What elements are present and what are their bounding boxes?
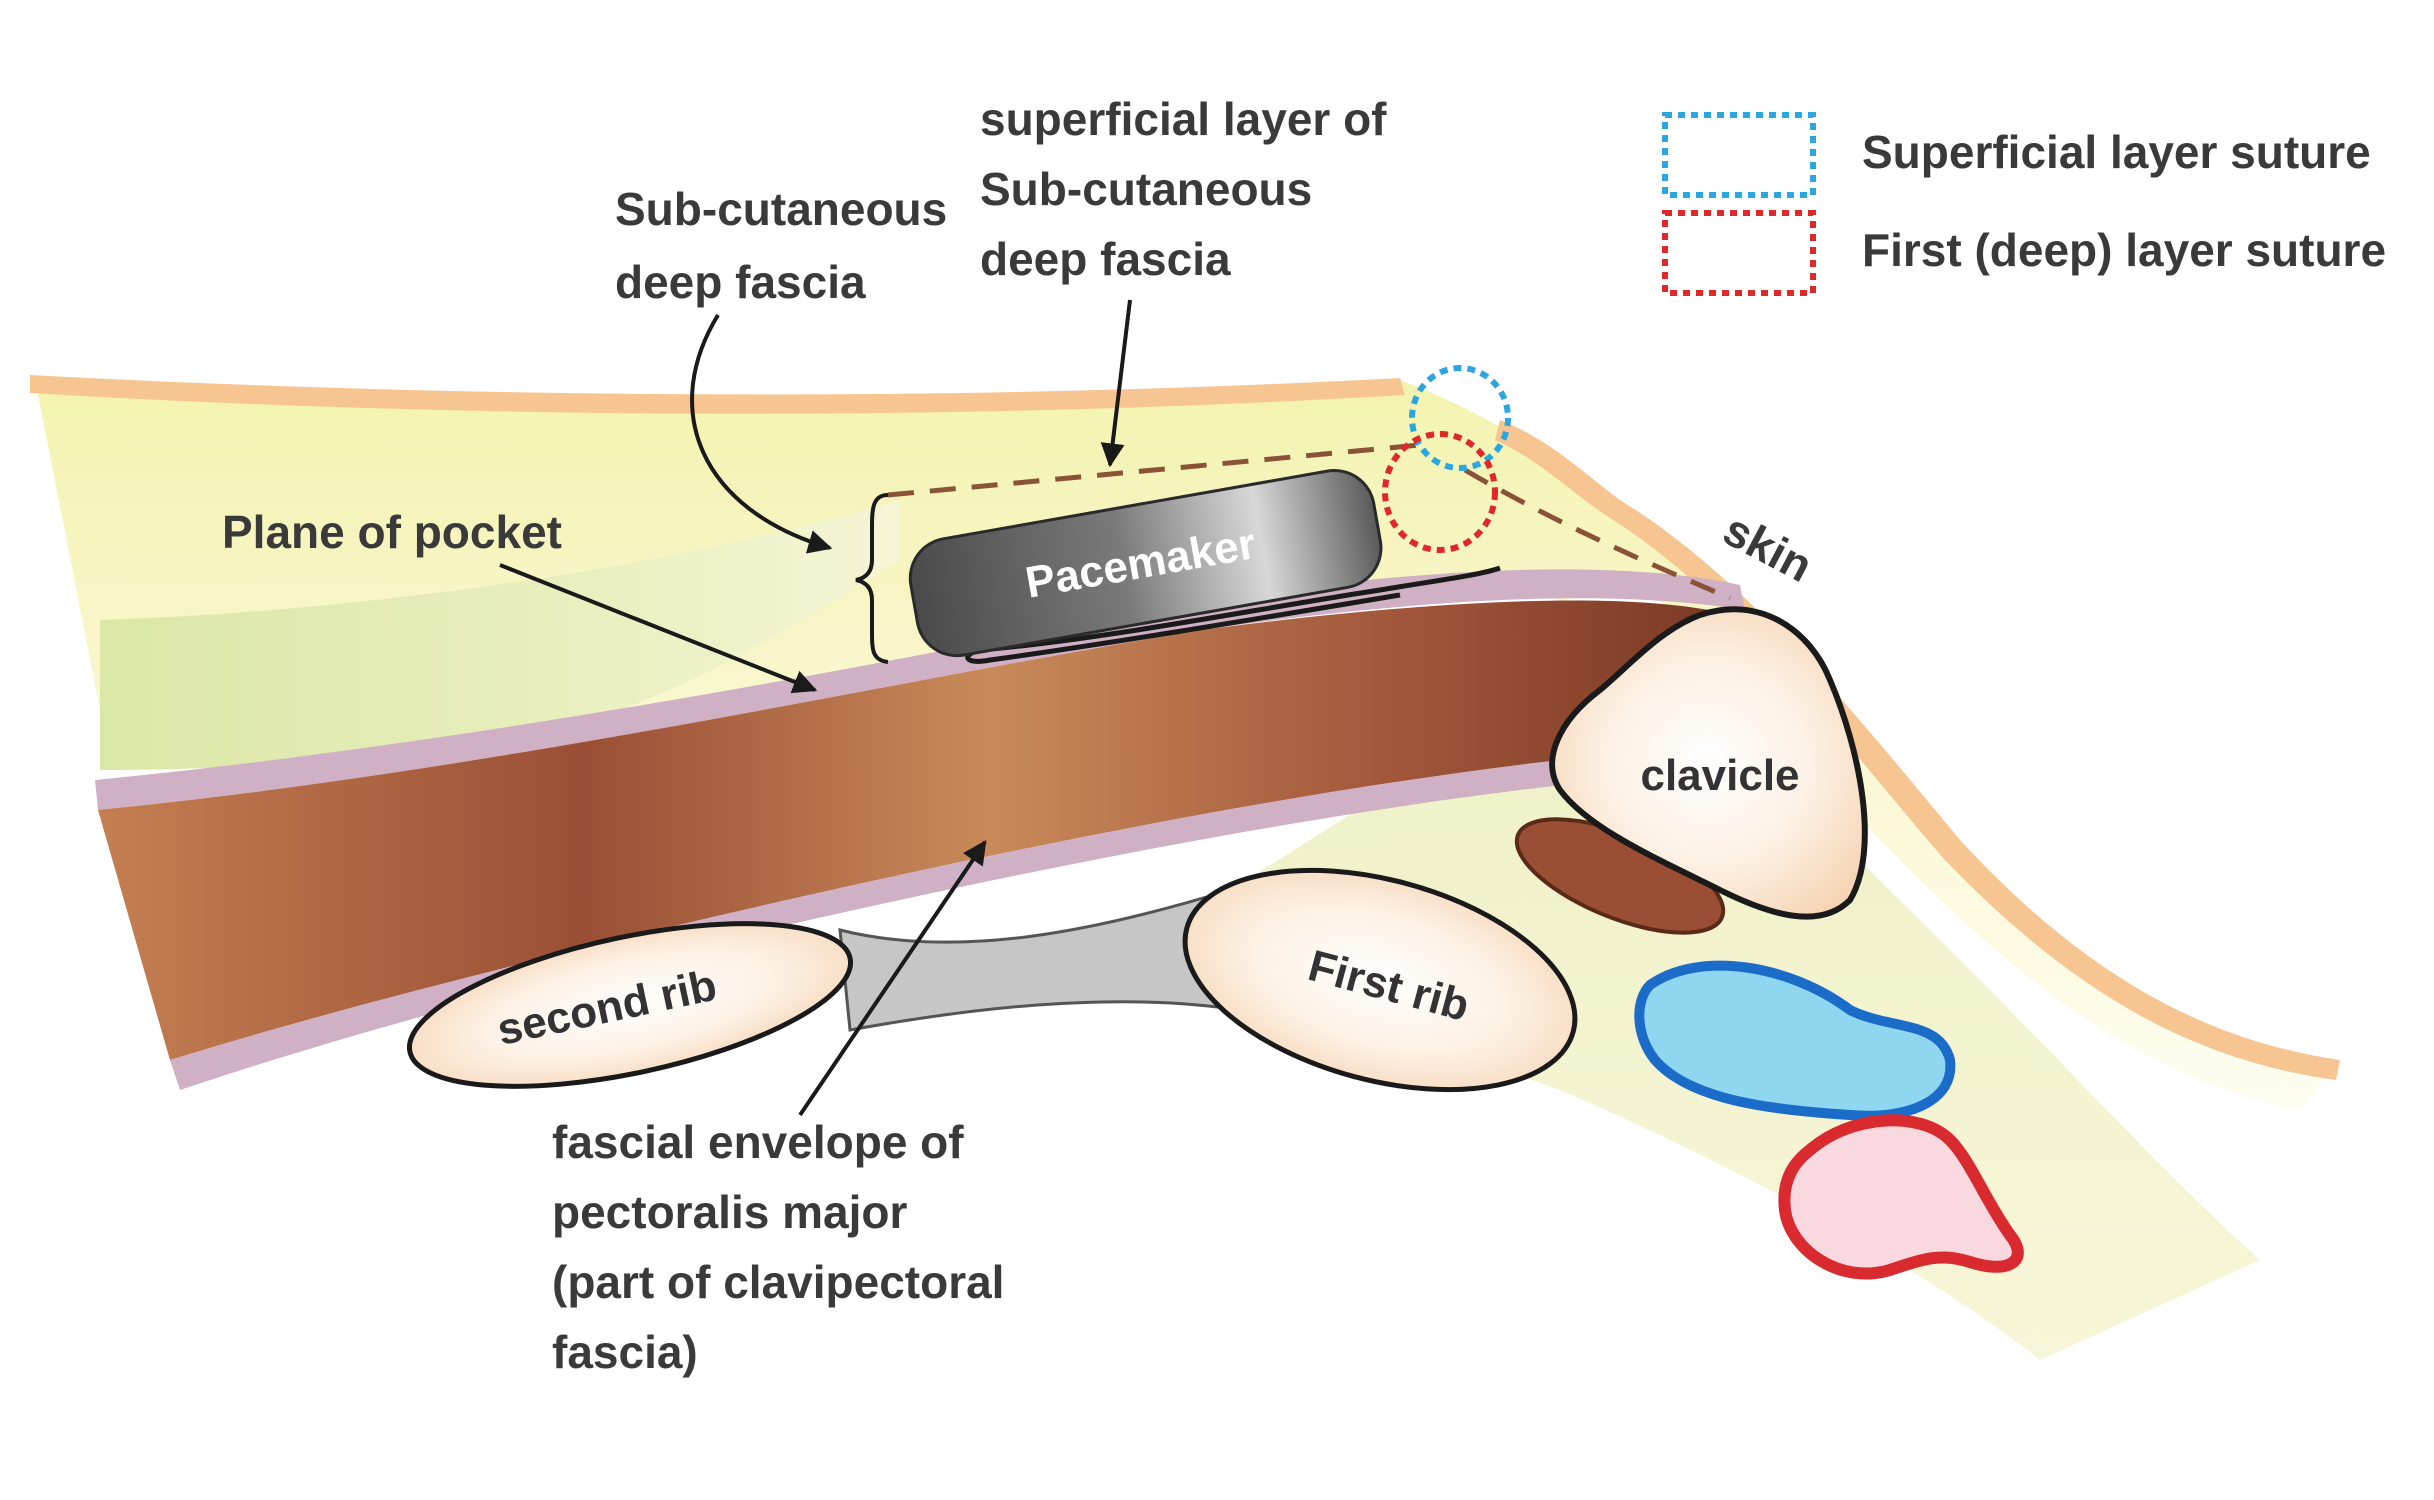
label-subcutaneous: Sub-cutaneous deep fascia bbox=[615, 183, 947, 308]
superficial-fascia-dashed-line bbox=[887, 442, 1731, 601]
label-fascial-envelope: fascial envelope of pectoralis major (pa… bbox=[552, 1116, 1004, 1378]
label-clavicle: clavicle bbox=[1640, 751, 1799, 800]
subclavian-vein bbox=[1634, 960, 1956, 1121]
svg-text:(part of clavipectoral: (part of clavipectoral bbox=[552, 1256, 1004, 1308]
arrow-subcutaneous bbox=[690, 313, 833, 554]
subcutaneous-layer bbox=[35, 380, 2330, 1110]
subcutaneous-brace bbox=[855, 493, 889, 664]
svg-text:fascia): fascia) bbox=[552, 1326, 698, 1378]
subclavian-artery bbox=[1778, 1114, 2024, 1280]
deep-suture-marker bbox=[1382, 431, 1498, 553]
label-superficial-layer: superficial layer of Sub-cutaneous deep … bbox=[980, 93, 1387, 285]
skin-layer bbox=[30, 375, 1405, 414]
arrow-superficial-layer bbox=[1100, 299, 1132, 468]
svg-text:Sub-cutaneous: Sub-cutaneous bbox=[980, 163, 1312, 215]
legend-swatch-deep bbox=[1662, 210, 1816, 296]
arrow-plane-of-pocket bbox=[499, 563, 818, 694]
pectoralis-major-muscle bbox=[98, 600, 1720, 1060]
clavicle-bone bbox=[1549, 606, 1868, 920]
label-skin: skin bbox=[1715, 503, 1821, 592]
pectoral-fascia-lower bbox=[170, 760, 1562, 1090]
label-plane-of-pocket: Plane of pocket bbox=[222, 506, 562, 558]
arrow-fascial-envelope bbox=[798, 840, 987, 1117]
svg-text:pectoralis major: pectoralis major bbox=[552, 1186, 907, 1238]
deep-fascia-band bbox=[100, 500, 900, 770]
second-rib bbox=[406, 921, 854, 1089]
svg-text:deep fascia: deep fascia bbox=[615, 256, 866, 308]
svg-text:Sub-cutaneous: Sub-cutaneous bbox=[615, 183, 947, 235]
svg-text:fascial envelope of: fascial envelope of bbox=[552, 1116, 964, 1168]
legend: Superficial layer suture First (deep) la… bbox=[1662, 112, 2386, 296]
svg-text:deep fascia: deep fascia bbox=[980, 233, 1231, 285]
legend-swatch-superficial bbox=[1662, 112, 1816, 198]
legend-label-superficial: Superficial layer suture bbox=[1862, 126, 2371, 178]
pacemaker-device: Pacemaker bbox=[908, 468, 1383, 658]
intercostal-ligament bbox=[838, 888, 1242, 1032]
pacemaker-lead bbox=[965, 565, 1501, 664]
pectoral-fascia-upper bbox=[95, 569, 1745, 810]
first-rib bbox=[1182, 867, 1578, 1093]
legend-label-deep: First (deep) layer suture bbox=[1862, 224, 2386, 276]
svg-text:superficial layer of: superficial layer of bbox=[980, 93, 1387, 145]
superficial-suture-marker bbox=[1409, 365, 1511, 471]
